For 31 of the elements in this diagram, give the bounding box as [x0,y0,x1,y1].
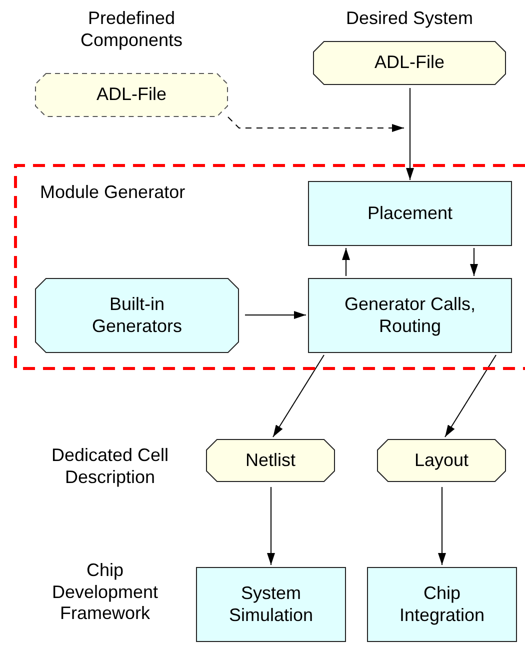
group-heading: Module Generator [40,182,186,204]
node-label: ADL-File [374,52,444,74]
node-label: Placement [366,202,454,224]
output-node [377,439,506,482]
arrow [244,311,306,319]
arrow [438,486,446,566]
arrow [267,486,275,566]
generator-node [35,278,239,353]
process-box [308,181,512,246]
group-heading: Desired System [344,8,474,30]
output-node [206,439,335,482]
node-label: Netlist [244,450,296,472]
group-heading: Predefined Components [79,8,184,52]
node-label: System Simulation [228,582,314,626]
node-label: ADL-File [96,84,166,106]
row-label: Chip Development Framework [50,560,160,625]
process-box [367,567,517,642]
process-box [308,278,512,353]
node-label: Generator Calls, Routing [343,294,477,338]
module-region [14,164,525,370]
arrow [228,116,404,132]
arrow [444,354,496,438]
arrow [272,354,324,438]
row-label: Dedicated Cell Description [50,445,170,488]
node-label: Built-in Generators [90,294,184,338]
arrow [470,248,478,276]
arrow [342,248,350,276]
node-label: Layout [413,450,470,472]
node-label: Chip Integration [398,582,486,626]
process-box [196,567,346,642]
arrow [406,88,414,180]
